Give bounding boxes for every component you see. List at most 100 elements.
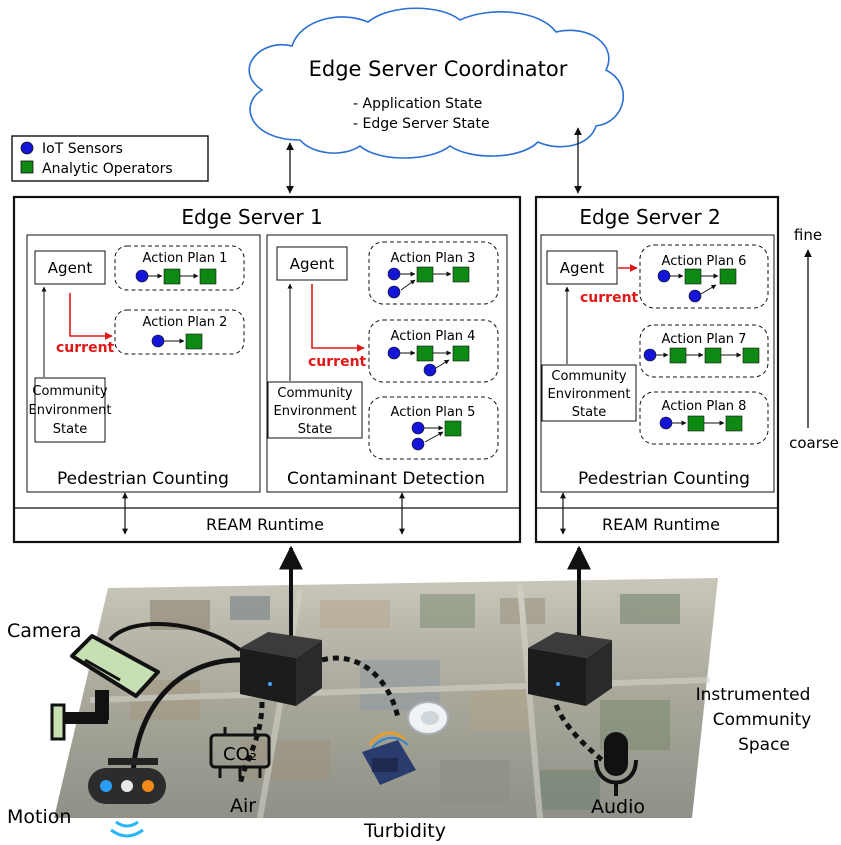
- action-plan-4-label: Action Plan 4: [391, 329, 476, 344]
- app1-agent-label: Agent: [48, 259, 93, 277]
- server2-runtime: REAM Runtime: [602, 515, 720, 534]
- app2-env-line-2: Environment: [273, 404, 356, 419]
- granularity-fine-label: fine: [794, 226, 822, 244]
- app2-name: Contaminant Detection: [287, 469, 485, 489]
- app1-current-label: current: [56, 340, 115, 356]
- app-panel-contaminant-detection: Agent Community Environment State Contam…: [266, 234, 508, 493]
- app3-env-line-1: Community: [551, 369, 627, 384]
- operator-icon: [452, 345, 470, 362]
- operator-icon: [163, 268, 181, 285]
- sensor-icon: [151, 334, 165, 348]
- operator-legend-icon: [20, 160, 34, 174]
- operator-icon: [199, 268, 217, 285]
- legend-box: [11, 135, 209, 182]
- server2-title: Edge Server 2: [579, 205, 720, 229]
- app3-name: Pedestrian Counting: [578, 469, 750, 489]
- air-wireless-link: [237, 701, 265, 786]
- app2-agent-box: [276, 246, 348, 281]
- coordinator-title: Edge Server Coordinator: [309, 57, 568, 81]
- motion-label: Motion: [7, 806, 71, 828]
- sensor-icon: [423, 363, 437, 377]
- action-plan-1-label: Action Plan 1: [143, 251, 228, 266]
- operator-icon: [416, 266, 434, 283]
- edge-device-1-icon: [240, 632, 322, 706]
- operator-icon: [185, 333, 203, 350]
- camera-label: Camera: [7, 620, 82, 642]
- sensor-icon: [643, 348, 657, 362]
- camera-cable: [108, 622, 242, 652]
- audio-label: Audio: [591, 796, 645, 818]
- action-plan-7-label: Action Plan 7: [662, 332, 747, 347]
- edge-server-1: Edge Server 1 REAM Runtime Agent Communi…: [12, 195, 522, 544]
- sensor-icon: [387, 285, 401, 299]
- app1-env-line-2: Environment: [28, 403, 111, 418]
- action-plan-3-label: Action Plan 3: [391, 251, 476, 266]
- space-label-line-3: Space: [738, 735, 790, 755]
- app3-env-line-2: Environment: [547, 387, 630, 402]
- space-label-line-2: Community: [713, 710, 811, 730]
- operator-icon: [669, 347, 687, 364]
- edge-server-2: Edge Server 2 REAM Runtime Agent Communi…: [534, 195, 780, 544]
- turbidity-sensor-icon: [362, 701, 449, 785]
- app3-env-box: [541, 364, 637, 422]
- sensor-legend-icon: [20, 141, 34, 155]
- sensor-icon: [688, 289, 702, 303]
- legend-sensor-label: IoT Sensors: [42, 141, 123, 157]
- app1-env-line-3: State: [53, 422, 87, 437]
- action-plan-5-label: Action Plan 5: [391, 405, 476, 420]
- coordinator-item-server-state: - Edge Server State: [353, 116, 490, 132]
- operator-icon: [704, 347, 722, 364]
- cloud-shape: [248, 7, 624, 159]
- app2-agent-label: Agent: [290, 255, 335, 273]
- app2-current-label: current: [308, 354, 367, 370]
- app1-name: Pedestrian Counting: [57, 469, 229, 489]
- co2-sensor-icon: CO₂: [209, 727, 271, 778]
- turbidity-label: Turbidity: [363, 820, 446, 842]
- app2-current-arrow: [311, 284, 365, 352]
- operator-icon: [452, 266, 470, 283]
- sensor-icon: [411, 437, 425, 451]
- security-camera-icon: [50, 634, 160, 741]
- sensor-icon: [411, 421, 425, 435]
- app2-env-box: [267, 381, 363, 439]
- app3-agent-label: Agent: [560, 259, 605, 277]
- edge-server-coordinator: Edge Server Coordinator - Application St…: [248, 7, 624, 159]
- operator-icon: [444, 420, 462, 437]
- operator-icon: [684, 268, 702, 285]
- action-plan-2: [114, 309, 245, 355]
- action-plan-2-label: Action Plan 2: [143, 315, 228, 330]
- app-panel-pedestrian-counting-1: Agent Community Environment State Pedest…: [26, 234, 261, 493]
- action-plan-7: [639, 324, 769, 378]
- app1-current-arrow: [69, 293, 113, 340]
- app1-agent-box: [34, 250, 106, 285]
- app3-env-line-3: State: [572, 405, 606, 420]
- sensor-icon: [387, 267, 401, 281]
- action-plan-6-label: Action Plan 6: [662, 254, 747, 269]
- motion-sensor-icon: [88, 758, 166, 838]
- operator-icon: [416, 345, 434, 362]
- sensor-icon: [657, 269, 671, 283]
- granularity-coarse-label: coarse: [789, 434, 839, 452]
- edge-device-2-icon: [528, 632, 612, 706]
- operator-icon: [687, 415, 705, 432]
- operator-icon: [719, 268, 737, 285]
- operator-icon: [725, 415, 743, 432]
- app3-agent-box: [546, 250, 618, 285]
- action-plan-8-label: Action Plan 8: [662, 399, 747, 414]
- coordinator-item-app-state: - Application State: [353, 96, 482, 112]
- co2-symbol: CO₂: [223, 744, 257, 765]
- sensor-icon: [659, 416, 673, 430]
- turbidity-wireless-link: [321, 655, 401, 719]
- action-plan-4: [368, 319, 499, 383]
- space-label-line-1: Instrumented: [696, 685, 811, 705]
- legend: IoT Sensors Analytic Operators: [11, 135, 209, 182]
- microphone-icon: [594, 732, 638, 796]
- app1-env-box: [34, 377, 106, 443]
- air-label: Air: [230, 795, 256, 817]
- app2-env-line-1: Community: [277, 386, 353, 401]
- action-plan-3: [368, 241, 499, 305]
- server1-runtime: REAM Runtime: [206, 515, 324, 534]
- app3-current-label: current: [580, 290, 639, 306]
- sensor-icon: [135, 269, 149, 283]
